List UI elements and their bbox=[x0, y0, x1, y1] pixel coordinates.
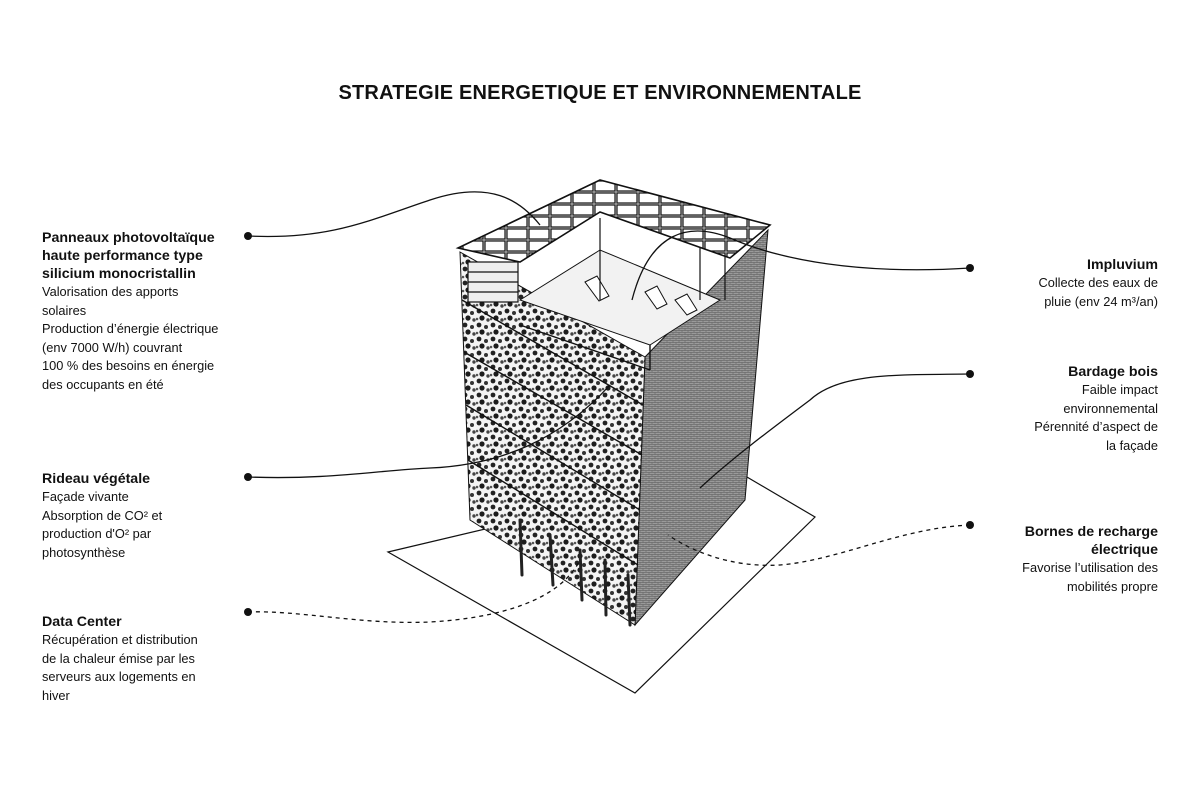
annotation-bardage-heading: Bardage bois bbox=[1068, 364, 1158, 380]
annotation-impluvium: Impluvium Collecte des eaux de pluie (en… bbox=[948, 256, 1158, 311]
leader-panneaux bbox=[247, 191, 541, 238]
annotation-bardage: Bardage bois Faible impact environnement… bbox=[948, 363, 1158, 455]
annotation-panneaux-body: Valorisation des apports solaires Produc… bbox=[42, 284, 219, 392]
leader-lines bbox=[247, 191, 971, 624]
leader-datacenter bbox=[247, 559, 581, 624]
leader-dots bbox=[244, 232, 974, 616]
annotation-rideau-heading: Rideau végétale bbox=[42, 471, 151, 487]
hanging-vines bbox=[518, 518, 632, 627]
leader-dot-panneaux bbox=[244, 232, 252, 240]
roof-pavilion bbox=[467, 218, 726, 303]
annotation-bornes-heading: Bornes de recharge électrique bbox=[1024, 524, 1158, 558]
roof-terrace bbox=[518, 249, 722, 346]
leader-dot-bardage bbox=[966, 370, 974, 378]
annotation-datacenter-body: Récupération et distribution de la chale… bbox=[42, 632, 198, 703]
annotation-impluvium-body: Collecte des eaux de pluie (env 24 m³/an… bbox=[1038, 275, 1158, 309]
page-title: STRATEGIE ENERGETIQUE ET ENVIRONNEMENTAL… bbox=[338, 82, 862, 104]
floor-slabs bbox=[461, 299, 644, 566]
leader-dot-bornes bbox=[966, 521, 974, 529]
leader-dot-rideau bbox=[244, 473, 252, 481]
annotation-datacenter-heading: Data Center bbox=[42, 614, 122, 630]
annotation-rideau: Rideau végétale Façade vivante Absorptio… bbox=[42, 470, 252, 562]
leader-dot-datacenter bbox=[244, 608, 252, 616]
annotation-rideau-body: Façade vivante Absorption de CO² et prod… bbox=[42, 489, 163, 560]
annotation-bardage-body: Faible impact environnemental Pérennité … bbox=[1034, 382, 1158, 453]
annotation-bornes: Bornes de recharge électrique Favorise l… bbox=[948, 523, 1158, 596]
leader-dot-impluvium bbox=[966, 264, 974, 272]
annotation-impluvium-heading: Impluvium bbox=[1087, 257, 1158, 273]
annotation-panneaux: Panneaux photovoltaïque haute performanc… bbox=[42, 229, 252, 394]
annotation-datacenter: Data Center Récupération et distribution… bbox=[42, 613, 252, 705]
leader-impluvium bbox=[631, 230, 971, 301]
leader-bardage bbox=[699, 373, 971, 489]
leader-rideau bbox=[247, 384, 611, 479]
photovoltaic-roof bbox=[455, 179, 772, 263]
deck-chairs bbox=[584, 275, 698, 316]
annotation-bornes-body: Favorise l’utilisation des mobilités pro… bbox=[1022, 560, 1158, 594]
annotation-panneaux-heading: Panneaux photovoltaïque haute performanc… bbox=[42, 230, 215, 282]
